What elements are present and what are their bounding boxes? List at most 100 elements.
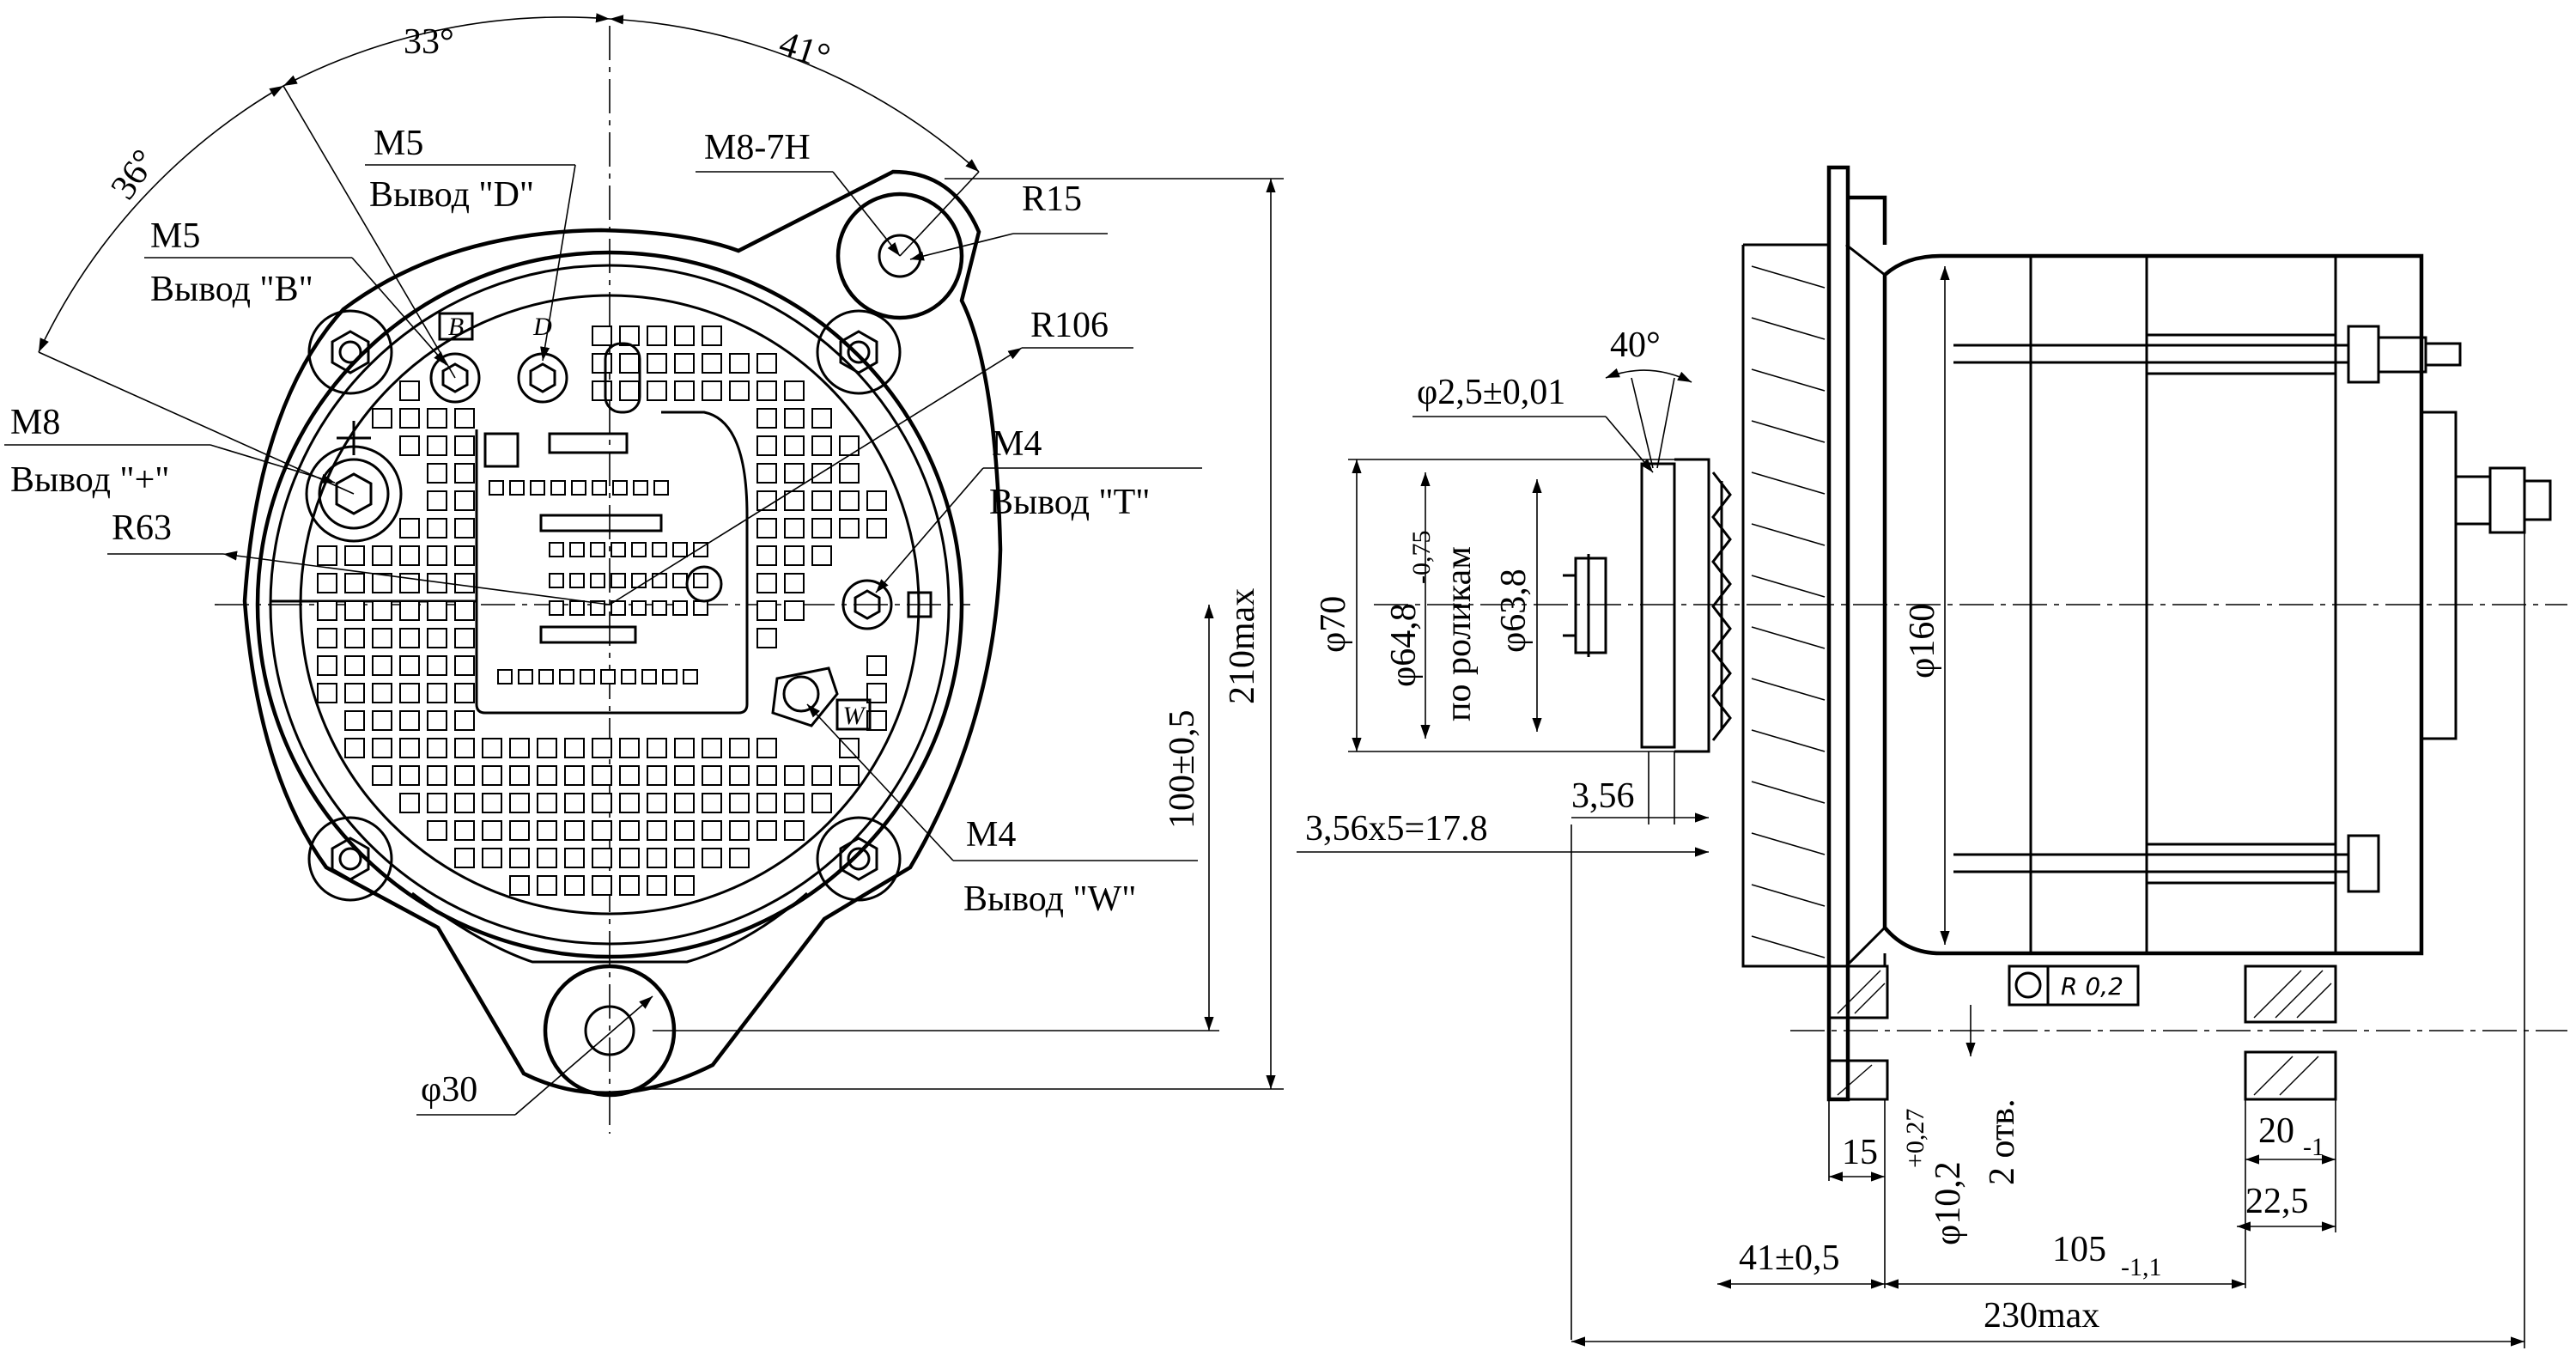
vent-slot	[372, 545, 392, 566]
mark-b-box	[438, 312, 474, 341]
vent-slot	[839, 518, 860, 538]
vent-slot	[344, 628, 365, 648]
vent-slot	[619, 820, 640, 841]
dim-210-label: 210max	[1223, 588, 1262, 704]
vent-slot	[509, 738, 530, 758]
vent-slot	[564, 848, 585, 868]
vent-slot	[619, 793, 640, 813]
vent-slot	[756, 545, 777, 566]
vent-slot	[537, 765, 557, 786]
vent-slot	[729, 353, 750, 374]
vent-slot	[756, 793, 777, 813]
vent-slot	[839, 490, 860, 511]
vent-slot	[619, 353, 640, 374]
vent-slot	[592, 380, 612, 401]
dim-105-tolerance: -1,1	[2121, 1253, 2162, 1281]
vent-slot	[482, 820, 502, 841]
plate-slot	[530, 480, 545, 496]
vent-slot	[866, 710, 887, 731]
vent-slot	[564, 793, 585, 813]
vent-slot	[756, 518, 777, 538]
plate-slot	[631, 573, 647, 588]
radius-r106-label: R106	[1030, 306, 1109, 345]
fan-blades	[1751, 265, 1826, 958]
vent-slot	[427, 408, 447, 429]
plate-slot	[550, 480, 566, 496]
vent-slot	[592, 820, 612, 841]
angle-leader	[38, 351, 355, 495]
vent-slot	[399, 380, 420, 401]
dia-64-8-tolerance: -0,75	[1407, 531, 1436, 585]
roughness-label: R 0,2	[2061, 972, 2123, 1001]
plate-slot	[641, 669, 657, 684]
vent-slot	[427, 820, 447, 841]
vent-slot	[372, 573, 392, 593]
plate-slot	[633, 480, 648, 496]
vent-slot	[811, 490, 832, 511]
vent-slot	[317, 683, 337, 703]
angle-leader	[899, 171, 980, 257]
dia-63-8-label: φ63,8	[1494, 569, 1534, 653]
vent-area-circle	[299, 294, 920, 916]
rear-cap	[2421, 411, 2458, 740]
vent-slot	[839, 463, 860, 484]
bolt-top-left	[307, 309, 393, 395]
fan-blade	[1751, 935, 1826, 958]
angle-arc-41	[609, 15, 980, 173]
vent-slot	[674, 875, 695, 896]
vent-slot	[372, 655, 392, 676]
vent-slot	[344, 710, 365, 731]
vent-slot	[372, 600, 392, 621]
mark-b: B	[448, 313, 464, 341]
plate-slot	[611, 600, 626, 616]
dia-70-label: φ70	[1314, 596, 1353, 653]
flange-step	[1848, 195, 1887, 245]
vent-slot	[427, 600, 447, 621]
hole-count-label: 2 отв.	[1983, 1098, 2022, 1185]
vent-slot	[729, 793, 750, 813]
vent-slot	[372, 738, 392, 758]
vent-slot	[454, 710, 475, 731]
bolt-bottom-left	[307, 816, 393, 902]
vent-slot	[647, 848, 667, 868]
vent-slot	[454, 408, 475, 429]
vent-slot	[674, 765, 695, 786]
terminal-w-label: Вывод "W"	[963, 879, 1136, 919]
vent-slot	[482, 793, 502, 813]
vent-slot	[702, 848, 722, 868]
vent-slot	[372, 628, 392, 648]
plate-slot	[590, 600, 605, 616]
vent-slot	[344, 655, 365, 676]
fan-outline	[1741, 243, 1829, 968]
leader-line	[540, 164, 576, 362]
vent-slot	[674, 353, 695, 374]
plate-slot	[611, 573, 626, 588]
vent-slot	[756, 628, 777, 648]
mount-boss-top	[835, 192, 964, 320]
vent-slot	[592, 738, 612, 758]
vent-slot	[702, 765, 722, 786]
vent-slot	[317, 573, 337, 593]
front-flange	[1826, 165, 1850, 1102]
plate-slot	[549, 573, 564, 588]
vent-slot	[811, 408, 832, 429]
vent-slot	[784, 820, 805, 841]
vent-slot	[564, 820, 585, 841]
plate-slot	[518, 669, 533, 684]
vent-slot	[344, 683, 365, 703]
plate-slot	[569, 573, 585, 588]
vent-slot	[784, 793, 805, 813]
vent-slot	[399, 628, 420, 648]
mark-w-box	[835, 698, 872, 731]
plate-slot	[672, 600, 688, 616]
dim-22-5-label: 22,5	[2245, 1182, 2309, 1221]
vent-slot	[427, 710, 447, 731]
vent-slot	[399, 545, 420, 566]
vent-slot	[756, 738, 777, 758]
vent-slot	[811, 518, 832, 538]
fan-blade	[1751, 678, 1826, 701]
vent-slot	[647, 326, 667, 346]
vent-slot	[784, 380, 805, 401]
vent-slot	[427, 683, 447, 703]
plate-slot	[569, 542, 585, 557]
